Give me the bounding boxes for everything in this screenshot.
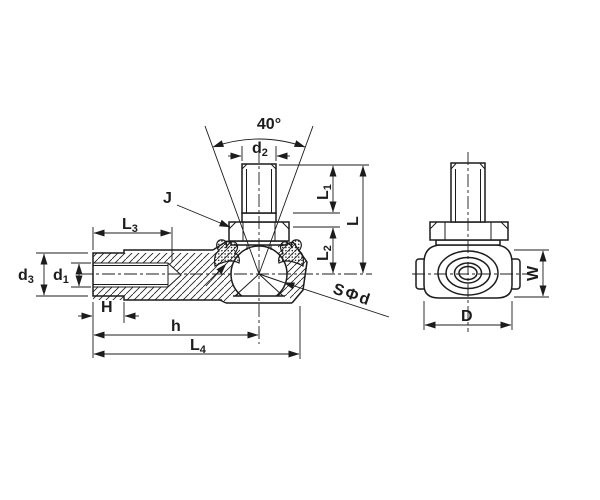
dim-d3: d3 xyxy=(18,252,88,297)
hex-nut xyxy=(228,221,290,242)
dim-W: W xyxy=(514,249,549,298)
dim-d2: d2 xyxy=(228,140,290,161)
main-view xyxy=(80,125,372,344)
dim-D: D xyxy=(423,301,513,330)
dim-L: L xyxy=(345,165,367,274)
dim-L4: L4 xyxy=(93,306,301,359)
dim-L1: L1 xyxy=(279,164,369,214)
dim-label-L3: L3 xyxy=(122,216,138,235)
dim-label-L4: L4 xyxy=(190,337,207,356)
dim-label-d3: d3 xyxy=(18,267,34,286)
ball-seat-lines xyxy=(234,273,284,297)
dim-label-L2: L2 xyxy=(315,245,334,261)
dim-label-W: W xyxy=(525,265,542,281)
thread-hole xyxy=(93,262,182,288)
dim-h: h xyxy=(93,318,259,339)
dim-L3: L3 xyxy=(92,216,173,262)
dust-boot-right xyxy=(278,239,304,267)
dim-label-L1: L1 xyxy=(315,184,334,200)
dim-label-L: L xyxy=(345,216,362,226)
end-view: W D xyxy=(412,152,549,332)
dust-boot-left xyxy=(214,239,240,267)
dim-label-D: D xyxy=(461,308,473,325)
hex-nut-end xyxy=(429,221,509,241)
dim-label-d2: d2 xyxy=(252,140,268,159)
dim-label-h: h xyxy=(171,318,181,335)
cone-angle-arc xyxy=(212,138,306,148)
socket-rim xyxy=(226,295,292,304)
dim-label-H: H xyxy=(101,299,113,316)
dim-label-angle: 40° xyxy=(257,116,281,133)
rod-hatch-top xyxy=(93,253,213,263)
dim-label-J: J xyxy=(163,190,172,207)
dim-d1: d1 xyxy=(53,262,91,288)
callout-J: J xyxy=(163,190,231,287)
cone-angle-lines xyxy=(204,125,314,275)
dim-H: H xyxy=(78,299,139,358)
rod-shank xyxy=(92,249,222,301)
dimensions-main: 40° d2 J L1 L2 L xyxy=(18,116,390,359)
dim-L2: L2 xyxy=(293,226,340,274)
socket-rim-mask xyxy=(229,296,290,303)
dim-label-d1: d1 xyxy=(53,267,69,286)
stud-neck xyxy=(246,245,272,250)
